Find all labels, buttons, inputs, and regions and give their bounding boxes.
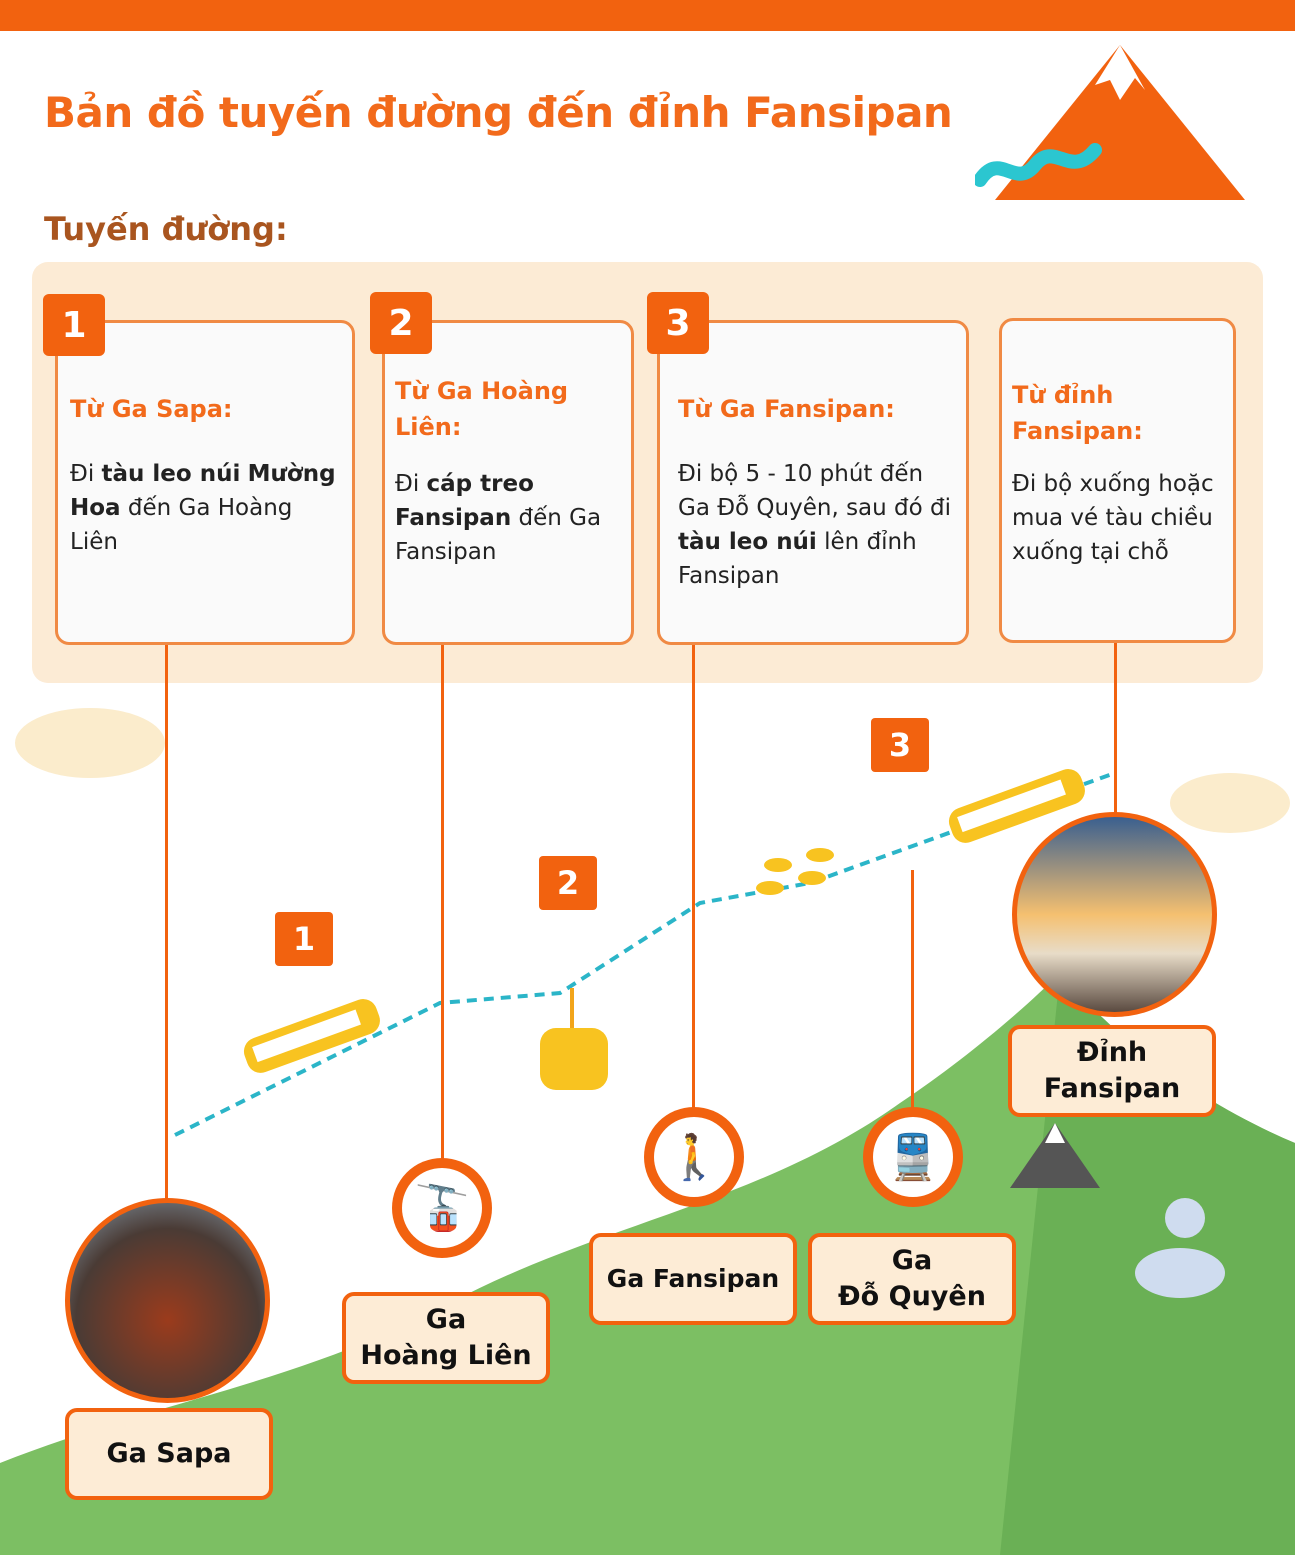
- step-number-3: 3: [647, 292, 709, 354]
- train-icon: [243, 999, 380, 1073]
- step-card-1: Từ Ga Sapa: Đi tàu leo núi Mường Hoa đến…: [55, 320, 355, 645]
- ga-sapa-photo: [65, 1198, 270, 1403]
- step-heading: Từ đỉnh Fansipan:: [1012, 381, 1143, 445]
- step-card-4: Từ đỉnh Fansipan: Đi bộ xuống hoặc mua v…: [999, 318, 1236, 643]
- step-description: Đi bộ xuống hoặc mua vé tàu chiều xuống …: [1012, 471, 1214, 565]
- train-icon: 🚆: [873, 1117, 953, 1197]
- cable-car-pin: 🚡: [392, 1158, 492, 1258]
- walking-pin: 🚶: [644, 1107, 744, 1207]
- small-mountain-icon: [1010, 1123, 1100, 1188]
- connector-line: [692, 645, 695, 1110]
- step-heading: Từ Ga Fansipan:: [678, 395, 895, 423]
- route-badge-1: 1: [275, 912, 333, 966]
- top-bar: [0, 0, 1295, 31]
- step-description: Đi cáp treo Fansipan đến Ga Fansipan: [395, 471, 602, 565]
- step-number-1: 1: [43, 294, 105, 356]
- buddha-statue-icon: [1135, 1198, 1225, 1298]
- train-icon: [948, 769, 1085, 843]
- step-card-3: Từ Ga Fansipan: Đi bộ 5 - 10 phút đến Ga…: [657, 320, 969, 645]
- cable-car-icon: [540, 988, 608, 1090]
- step-card-2: Từ Ga Hoàng Liên: Đi cáp treo Fansipan đ…: [382, 320, 634, 645]
- connector-line: [441, 645, 444, 1160]
- walking-icon: 🚶: [654, 1117, 734, 1197]
- station-label-ga-fansipan: Ga Fansipan: [589, 1233, 797, 1325]
- connector-line: [911, 870, 914, 1110]
- station-label-ga-sapa: Ga Sapa: [65, 1408, 273, 1500]
- page-title: Bản đồ tuyến đường đến đỉnh Fansipan: [44, 88, 953, 137]
- step-heading: Từ Ga Sapa:: [70, 395, 233, 423]
- step-number-2: 2: [370, 292, 432, 354]
- route-badge-2: 2: [539, 856, 597, 910]
- step-description: Đi bộ 5 - 10 phút đến Ga Đỗ Quyên, sau đ…: [678, 461, 952, 589]
- route-badge-3: 3: [871, 718, 929, 772]
- connector-line: [165, 645, 168, 1205]
- step-heading: Từ Ga Hoàng Liên:: [395, 377, 569, 441]
- step-description: Đi tàu leo núi Mường Hoa đến Ga Hoàng Li…: [70, 461, 336, 555]
- route-subtitle: Tuyến đường:: [44, 210, 288, 248]
- fansipan-peak-photo: [1012, 812, 1217, 1017]
- mountain-icon: [975, 45, 1245, 200]
- connector-line: [1114, 643, 1117, 818]
- train-pin: 🚆: [863, 1107, 963, 1207]
- cable-car-icon: 🚡: [402, 1168, 482, 1248]
- footsteps-icon: [756, 848, 834, 895]
